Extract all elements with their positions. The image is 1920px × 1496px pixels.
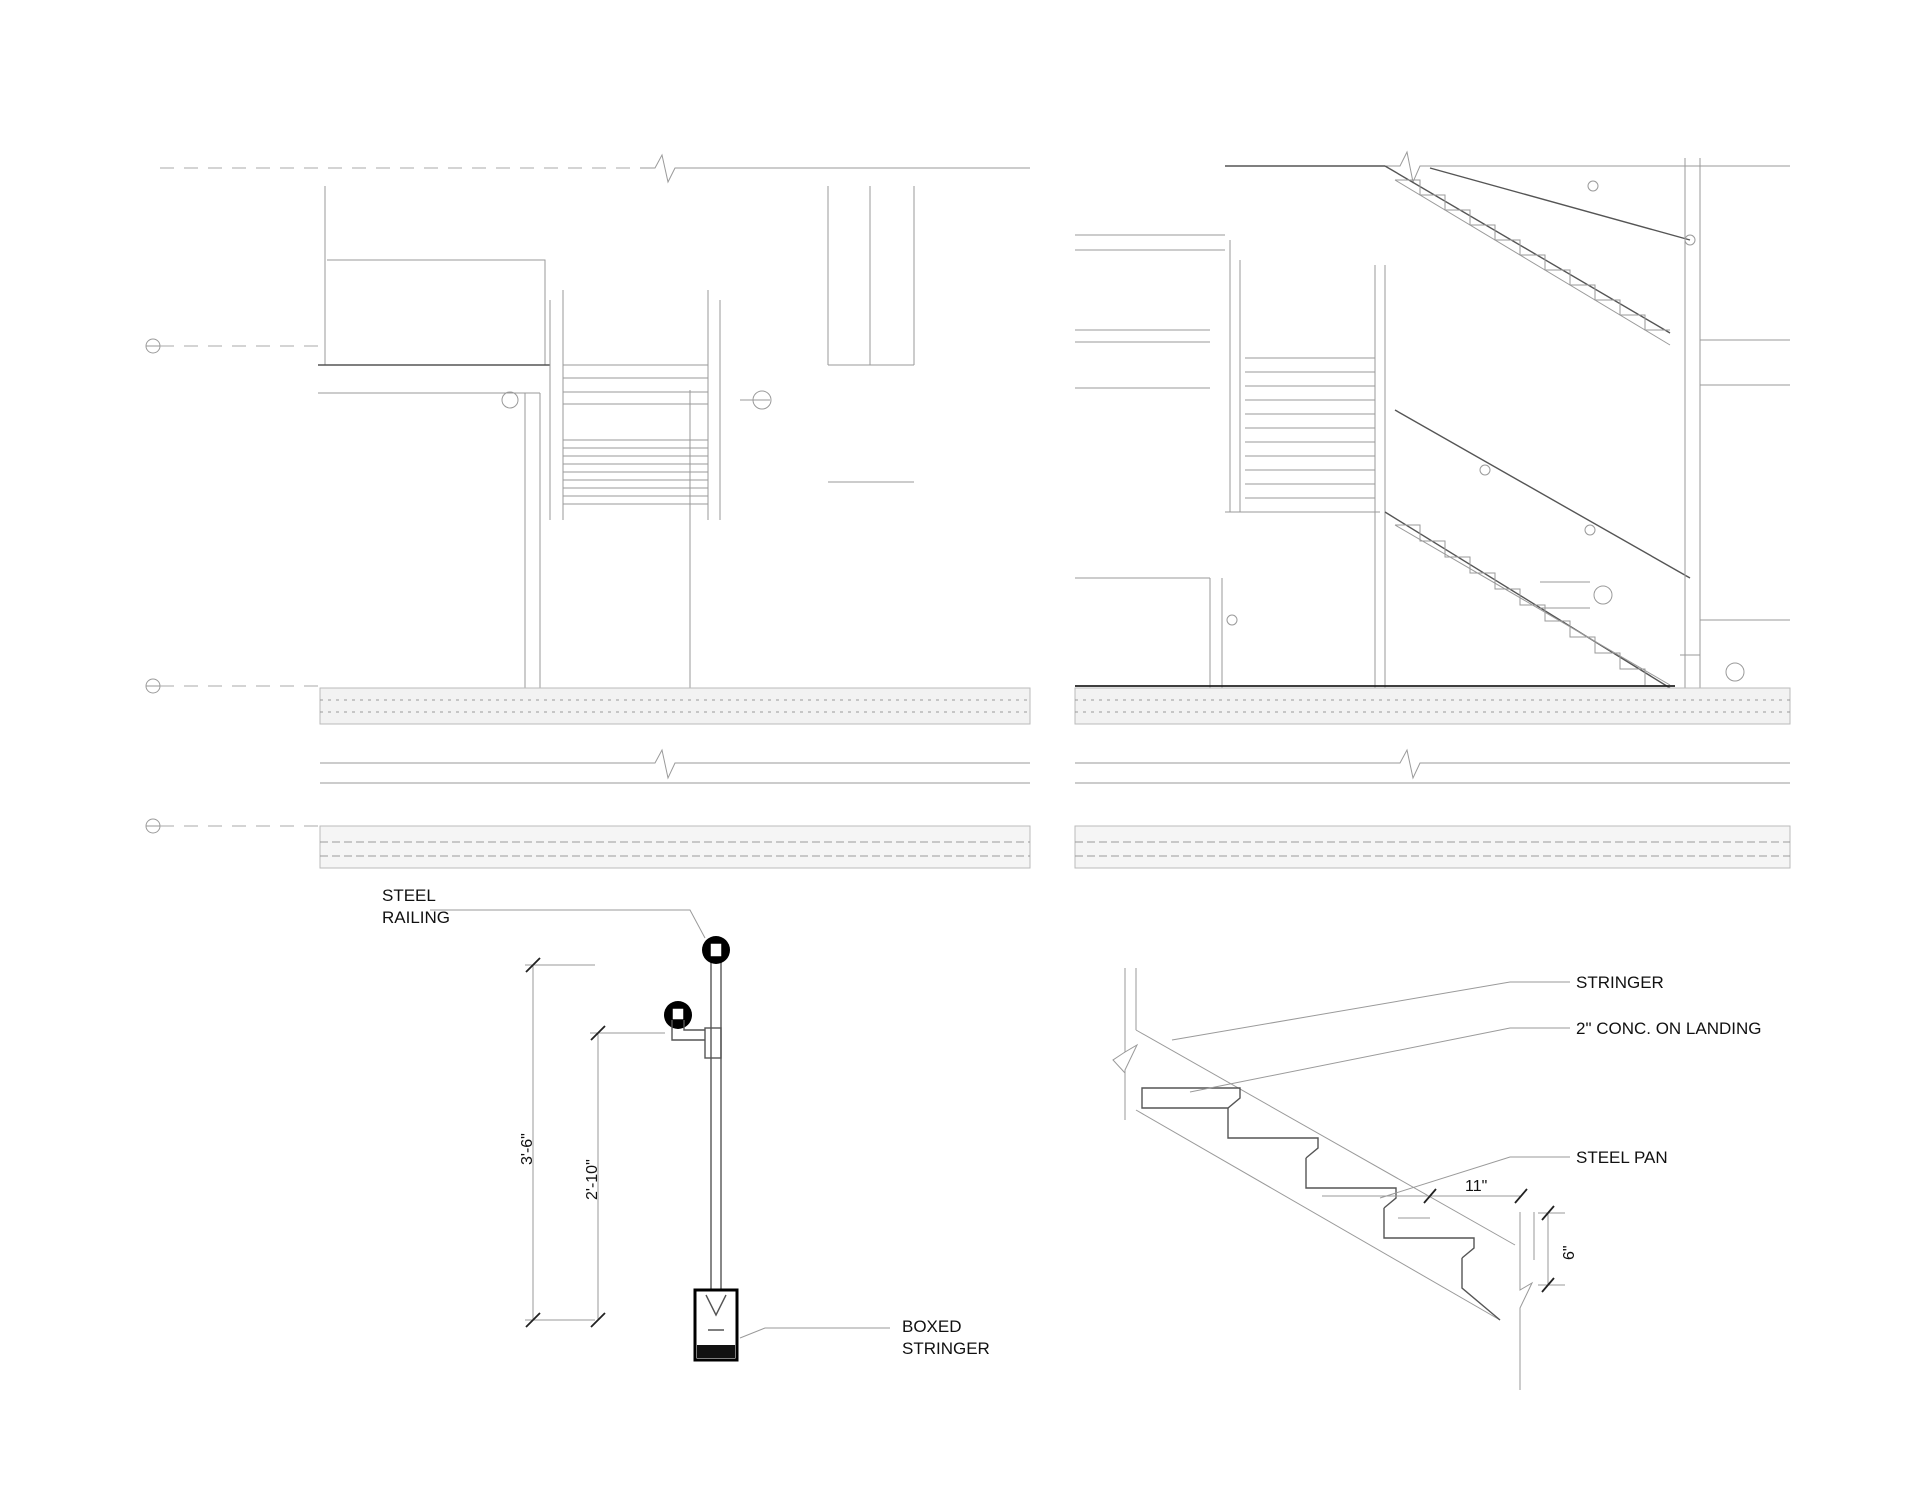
ground-hatch-right xyxy=(1074,687,1791,725)
boxed-stringer-label-line2: STRINGER xyxy=(902,1339,990,1358)
boxed-stringer-label-line1: BOXED xyxy=(902,1317,962,1336)
tread-dimension: 11" xyxy=(1465,1178,1487,1195)
ground-hatch-left xyxy=(319,687,1031,725)
rail-height-dimension: 3'-6" xyxy=(519,1133,536,1165)
concrete-landing-label: 2" CONC. ON LANDING xyxy=(1576,1019,1762,1038)
handrail-height-dimension: 2'-10" xyxy=(584,1159,601,1200)
railing-detail xyxy=(430,909,890,1362)
foundation-hatch-right xyxy=(1074,825,1791,869)
riser-dimension: 6" xyxy=(1561,1245,1578,1260)
foundation-hatch-left xyxy=(319,825,1031,869)
level-marker-ground xyxy=(145,678,320,694)
steel-railing-label-line2: RAILING xyxy=(382,908,450,927)
right-elevation xyxy=(1074,150,1791,869)
level-marker-foundation xyxy=(145,818,320,834)
stringer-label: STRINGER xyxy=(1576,973,1664,992)
stair-section-detail xyxy=(1112,968,1570,1390)
steel-railing-label-line1: STEEL xyxy=(382,886,436,905)
steel-pan-label: STEEL PAN xyxy=(1576,1148,1668,1167)
left-elevation xyxy=(145,153,1031,869)
level-marker-upper xyxy=(145,338,325,354)
